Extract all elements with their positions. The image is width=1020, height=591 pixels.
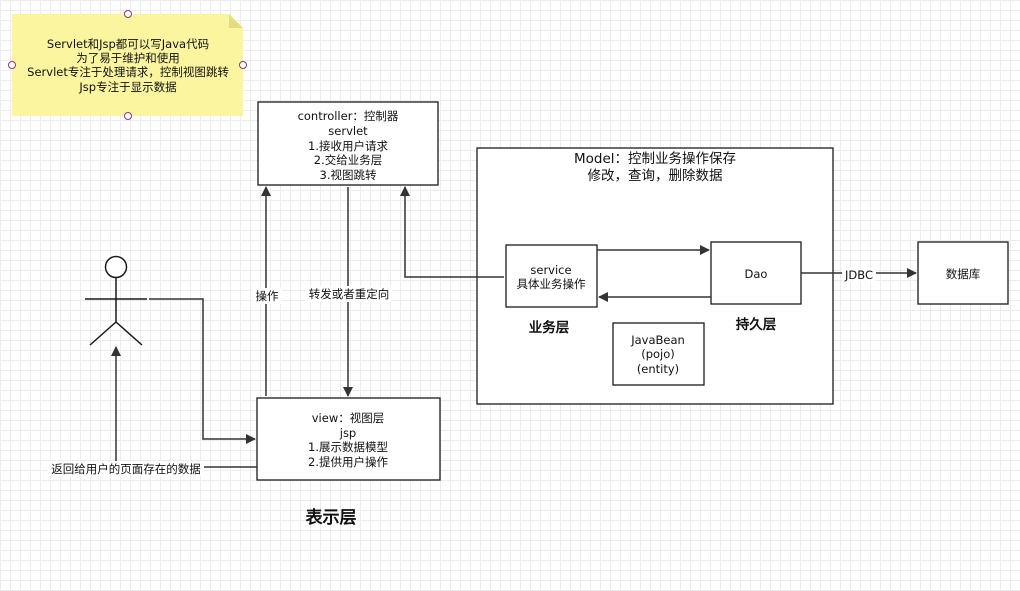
business-layer-label: 业务层 (529, 319, 570, 336)
service-line-2: 具体业务操作 (517, 277, 586, 291)
edge-user-to-view[interactable] (149, 298, 256, 444)
edge-service-to-controller[interactable] (400, 186, 504, 278)
controller-line-5: 3.视图跳转 (320, 168, 377, 182)
controller-line-2: servlet (328, 124, 368, 138)
edge-view-to-user[interactable] (111, 346, 257, 468)
selection-handle-right[interactable] (239, 61, 247, 69)
view-line-3: 1.展示数据模型 (308, 440, 388, 454)
return-label-bg (48, 461, 204, 476)
note-line-1: Servlet和Jsp都可以写Java代码 (47, 37, 209, 51)
javabean-line-2: (pojo) (641, 347, 675, 361)
view-line-2: jsp (339, 426, 357, 440)
controller-line-4: 2.交给业务层 (314, 153, 382, 167)
persistence-layer-label: 持久层 (736, 316, 777, 333)
note-line-4: Jsp专注于显示数据 (78, 80, 177, 94)
service-box[interactable]: service 具体业务操作 (505, 244, 598, 308)
dao-label: Dao (745, 267, 768, 281)
javabean-line-3: (entity) (637, 362, 679, 376)
controller-line-3: 1.接收用户请求 (308, 139, 388, 153)
presentation-layer-label: 表示层 (306, 507, 357, 528)
javabean-box[interactable]: JavaBean (pojo) (entity) (612, 322, 705, 386)
note-body (12, 14, 243, 116)
javabean-line-1: JavaBean (630, 333, 685, 347)
selection-handle-bottom[interactable] (124, 112, 132, 120)
model-subtitle: 修改，查询，删除数据 (588, 168, 723, 184)
note-fold (229, 14, 243, 28)
note-line-3: Servlet专注于处理请求，控制视图跳转 (27, 65, 229, 79)
model-title: Model：控制业务操作保存 (574, 151, 736, 167)
view-line-4: 2.提供用户操作 (308, 455, 388, 469)
database-label: 数据库 (946, 267, 981, 281)
operate-label-bg (252, 288, 282, 304)
controller-box[interactable]: controller：控制器 servlet 1.接收用户请求 2.交给业务层 … (257, 101, 439, 186)
dao-box[interactable]: Dao (710, 241, 802, 305)
jdbc-label-bg (842, 267, 876, 282)
selection-handle-top[interactable] (124, 10, 132, 18)
view-box[interactable]: view：视图层 jsp 1.展示数据模型 2.提供用户操作 (256, 397, 441, 481)
controller-line-1: controller：控制器 (298, 109, 399, 123)
sticky-note[interactable]: Servlet和Jsp都可以写Java代码 为了易于维护和使用 Servlet专… (12, 14, 243, 116)
user-actor-icon (85, 255, 147, 346)
note-line-2: 为了易于维护和使用 (76, 51, 180, 65)
operate-label: 操作 (256, 289, 279, 303)
return-to-user-label: 返回给用户的页面存在的数据 (51, 462, 201, 476)
forward-redirect-label: 转发或者重定向 (309, 287, 390, 301)
database-box[interactable]: 数据库 (917, 241, 1009, 305)
service-line-1: service (530, 263, 571, 277)
view-line-1: view：视图层 (312, 411, 384, 425)
selection-handle-left[interactable] (8, 61, 16, 69)
jdbc-label: JDBC (844, 268, 873, 282)
forward-redirect-label-bg (306, 286, 392, 302)
